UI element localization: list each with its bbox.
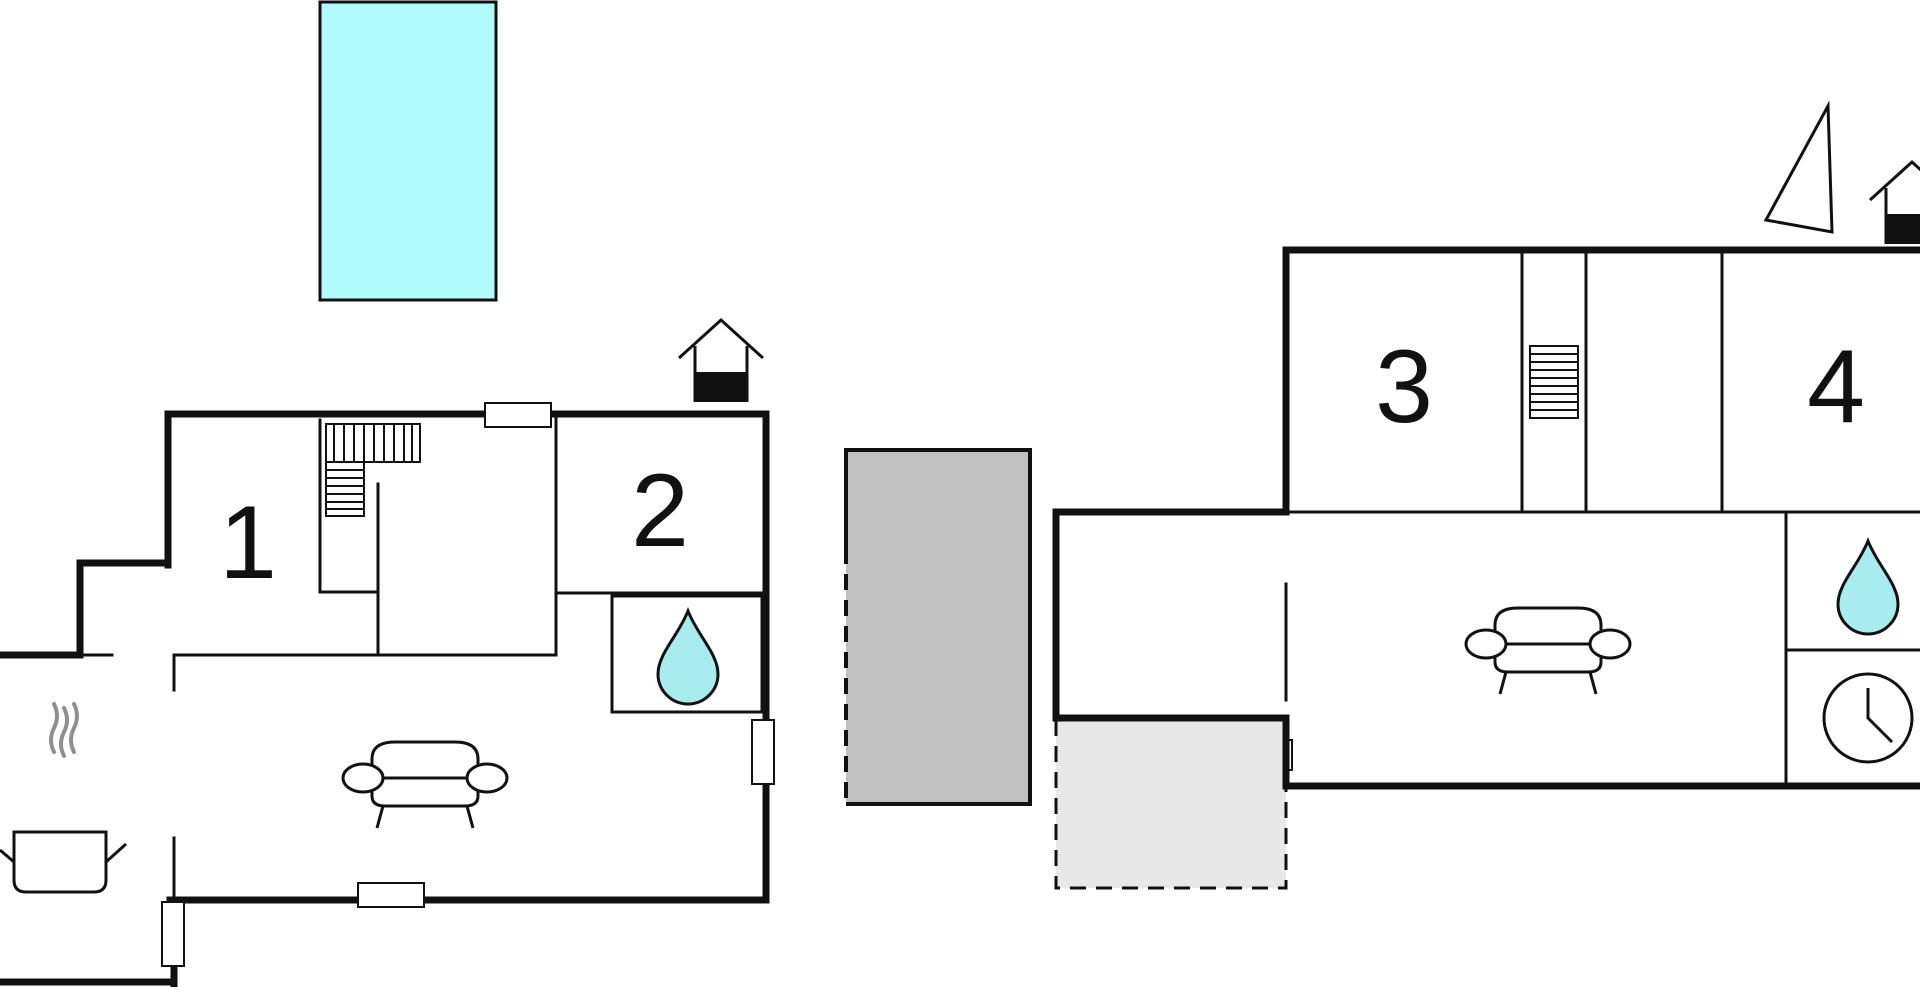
clock-icon [1822, 672, 1914, 764]
right-building [1052, 246, 1920, 790]
room-number-4: 4 [1807, 329, 1865, 445]
stairs-icon [1529, 345, 1579, 419]
room-number-3: 3 [1375, 329, 1433, 445]
swimming-pool [318, 0, 498, 302]
well-icon [677, 318, 765, 404]
terrace [1054, 718, 1288, 890]
cooking-pot-icon [0, 702, 128, 894]
sofa-icon [1464, 606, 1632, 696]
room-number-2: 2 [631, 453, 689, 569]
well-icon [1868, 160, 1920, 246]
room-number-1: 1 [219, 485, 277, 601]
carport [844, 448, 1032, 806]
stairs-icon [325, 423, 421, 517]
left-building [0, 410, 770, 987]
water-drop-icon [1836, 539, 1900, 636]
water-drop-icon [656, 609, 720, 706]
sofa-icon [341, 740, 509, 830]
sailboat-icon [1763, 100, 1834, 234]
